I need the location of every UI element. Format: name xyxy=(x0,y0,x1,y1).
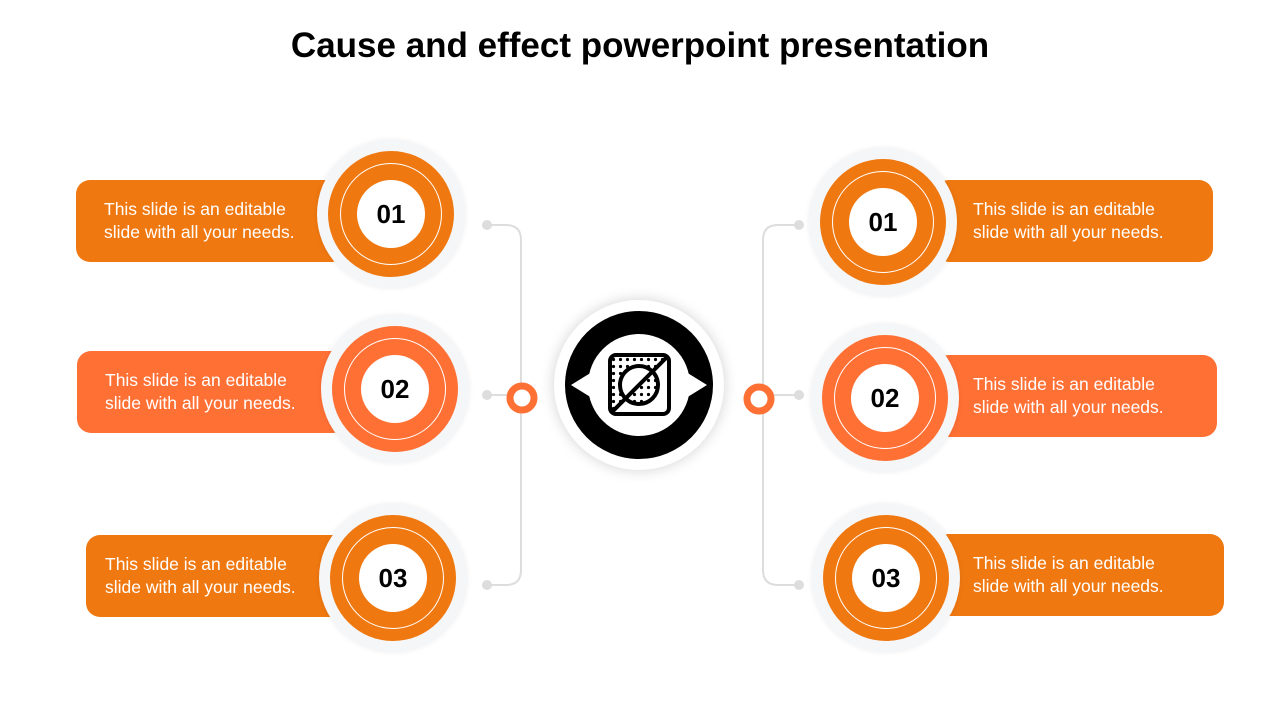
left-cause-box-2: This slide is an editable slide with all… xyxy=(77,351,347,433)
right-effect-box-3: This slide is an editable slide with all… xyxy=(935,534,1224,616)
left-node-ring xyxy=(506,382,538,414)
cause-text: This slide is an editable slide with all… xyxy=(105,554,296,597)
left-cause-box-3: This slide is an editable slide with all… xyxy=(86,535,346,617)
right-number-badge-2: 02 xyxy=(811,324,959,472)
badge-number: 01 xyxy=(357,180,425,248)
right-number-badge-1: 01 xyxy=(809,148,957,296)
right-effect-box-2: This slide is an editable slide with all… xyxy=(935,355,1217,437)
effect-text: This slide is an editable slide with all… xyxy=(973,374,1164,417)
left-number-badge-2: 02 xyxy=(321,315,469,463)
left-cause-box-1: This slide is an editable slide with all… xyxy=(76,180,346,262)
center-hub xyxy=(554,300,724,470)
right-effect-box-1: This slide is an editable slide with all… xyxy=(935,180,1213,262)
left-number-badge-3: 03 xyxy=(319,504,467,652)
cause-text: This slide is an editable slide with all… xyxy=(105,370,296,413)
effect-text: This slide is an editable slide with all… xyxy=(973,199,1164,242)
badge-number: 02 xyxy=(851,364,919,432)
right-number-badge-3: 03 xyxy=(812,504,960,652)
badge-number: 03 xyxy=(359,544,427,612)
badge-number: 02 xyxy=(361,355,429,423)
slide-title: Cause and effect powerpoint presentation xyxy=(290,26,990,65)
left-number-badge-1: 01 xyxy=(317,140,465,288)
cause-text: This slide is an editable slide with all… xyxy=(104,199,295,242)
badge-number: 01 xyxy=(849,188,917,256)
right-node-ring xyxy=(743,383,775,415)
no-sauce-icon xyxy=(565,311,713,459)
effect-text: This slide is an editable slide with all… xyxy=(973,553,1164,596)
badge-number: 03 xyxy=(852,544,920,612)
